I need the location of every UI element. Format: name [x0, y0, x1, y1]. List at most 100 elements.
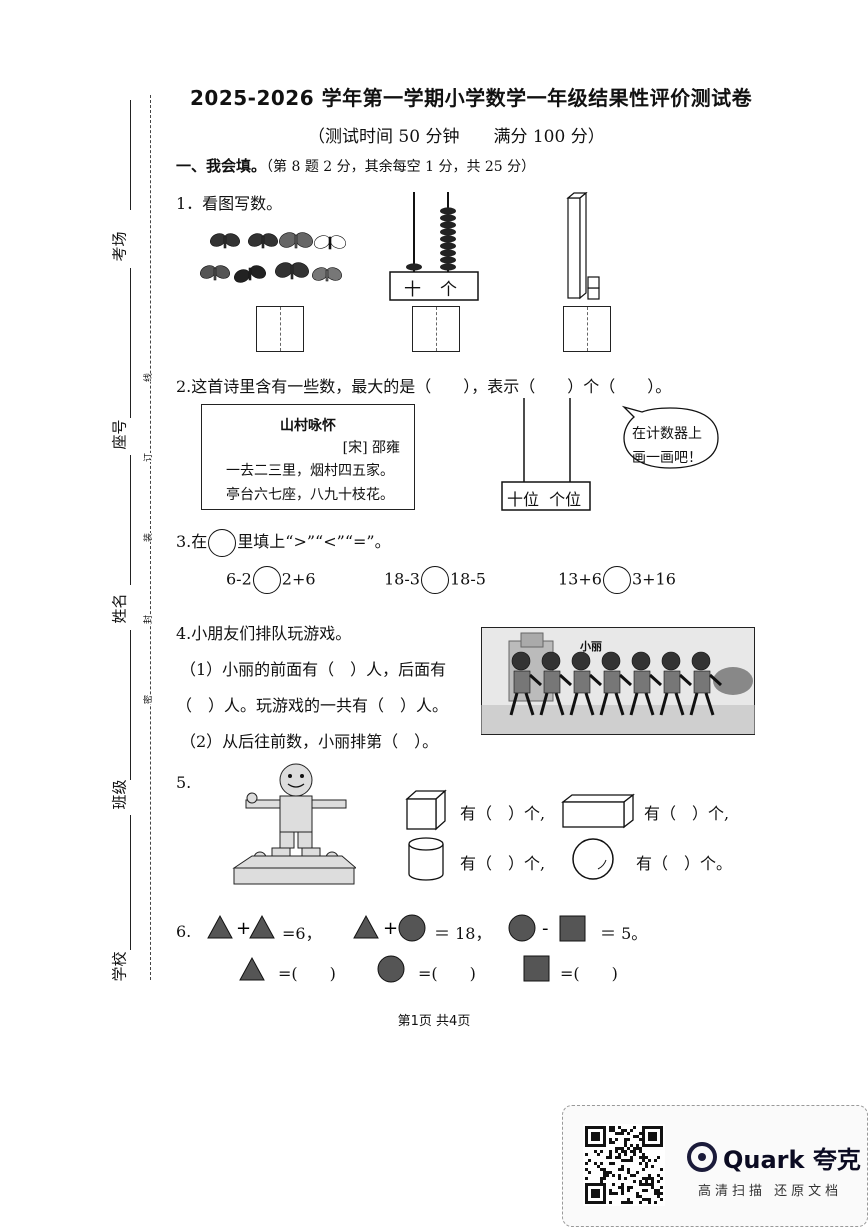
- svg-text:-: -: [542, 918, 549, 939]
- child-figure: [599, 651, 633, 716]
- butterflies-picture: [200, 232, 346, 283]
- page-title: 2025-2026 学年第一学期小学数学一年级结果性评价测试卷: [190, 86, 753, 110]
- butterfly-icon: [234, 265, 266, 283]
- compare-item: 18-3 18-5: [384, 566, 486, 594]
- compare-left: 6-2: [226, 569, 252, 589]
- butterfly-icon: [312, 267, 342, 282]
- page-footer: 第1页 共4页: [397, 1014, 471, 1029]
- poem-title: 山村咏怀: [280, 418, 336, 434]
- name-label: 姓名: [110, 593, 129, 624]
- triangle-plus-circle: +: [353, 914, 426, 942]
- margin-line: [130, 100, 131, 210]
- answer-box-abacus[interactable]: [412, 306, 460, 352]
- sphere-count: 有（ ）个。: [636, 854, 733, 873]
- section-note: （第 8 题 2 分，其余每空 1 分，共 25 分）: [266, 159, 536, 175]
- compare-answer-circle[interactable]: [420, 566, 449, 594]
- question-3-prefix: 3.在: [176, 532, 208, 551]
- compare-answer-circle[interactable]: [602, 566, 631, 594]
- abacus-bead: [440, 207, 456, 215]
- queue-picture: [481, 627, 755, 735]
- poem-box: 山村咏怀 [宋] 邵雍 一去二三里，烟村四五家。 亭台六七座，八九十枝花。: [201, 404, 415, 510]
- question-4-line: （1）小丽的前面有（ ）人，后面有: [180, 660, 447, 679]
- child-figure: [509, 651, 543, 716]
- question-4-line: （ ）人。玩游戏的一共有（ ）人。: [176, 696, 449, 715]
- base-ten-blocks-picture: [566, 192, 600, 300]
- cylinder-icon: [408, 837, 444, 881]
- poem-author: [宋] 邵雍: [342, 440, 400, 456]
- square-icon: [523, 955, 550, 982]
- compare-answer-circle[interactable]: [252, 566, 281, 594]
- butterfly-icon: [314, 235, 346, 250]
- question-3-text: 3.在 里填上“>”“<”“=”。: [176, 528, 391, 557]
- butterfly-icon: [279, 232, 313, 249]
- counter-picture: [501, 398, 591, 511]
- scanner-watermark: Quark 夸克 高清扫描 还原文档: [562, 1105, 868, 1227]
- compare-item: 13+6 3+16: [558, 566, 676, 594]
- abacus-bead: [440, 256, 456, 264]
- equation-1-result: =6，: [282, 924, 322, 943]
- compare-item: 6-2 2+6: [226, 566, 316, 594]
- cube-icon: [405, 789, 447, 831]
- abacus-bead: [440, 235, 456, 243]
- sphere-icon: [572, 838, 614, 880]
- abacus-tens-label: 十: [404, 280, 421, 300]
- question-6-number: 6.: [176, 922, 192, 941]
- triangle-plus-triangle: +: [207, 914, 275, 939]
- seat-number-label: 座号: [110, 419, 129, 450]
- cube-count: 有（ ）个,: [460, 804, 546, 823]
- section-title: 一、我会填。: [176, 157, 267, 175]
- quark-logo-icon: [687, 1142, 717, 1172]
- circle-answer[interactable]: =( ): [418, 964, 476, 983]
- cylinder-count: 有（ ）个,: [460, 854, 546, 873]
- cuboid-count: 有（ ）个,: [644, 804, 730, 823]
- speech-bubble: [621, 405, 719, 469]
- answer-box-blocks[interactable]: [563, 306, 611, 352]
- scanner-tagline: 高清扫描 还原文档: [698, 1184, 843, 1199]
- abacus-bead: [406, 263, 422, 271]
- margin-line: [130, 630, 131, 780]
- child-figure: [539, 651, 573, 716]
- compare-right: 3+16: [631, 569, 676, 589]
- compare-right: 2+6: [281, 569, 316, 589]
- compare-left: 18-3: [384, 569, 420, 589]
- question-3-suffix: 里填上“>”“<”“=”。: [237, 532, 391, 551]
- question-4-text: 4.小朋友们排队玩游戏。: [176, 624, 352, 643]
- unit-cube: [587, 276, 600, 289]
- binding-mark: 装: [140, 532, 156, 543]
- butterfly-icon: [275, 262, 309, 280]
- child-figure: [629, 651, 663, 716]
- xiaoli-label: 小丽: [580, 640, 602, 653]
- question-4-line: （2）从后往前数，小丽排第（ ）。: [180, 732, 439, 751]
- answer-box-butterflies[interactable]: [256, 306, 304, 352]
- compare-left: 13+6: [558, 569, 602, 589]
- abacus-bead: [440, 214, 456, 222]
- margin-line: [130, 455, 131, 585]
- abacus-bead: [440, 263, 456, 271]
- butterfly-icon: [210, 233, 240, 249]
- butterfly-icon: [200, 265, 230, 281]
- abacus-bead: [440, 242, 456, 250]
- compare-circle-icon: [208, 528, 237, 557]
- qr-code-icon: [583, 1124, 665, 1206]
- question-1-text: 1．看图写数。: [176, 194, 283, 213]
- svg-text:+: +: [383, 918, 398, 939]
- poem-line: 亭台六七座，八九十枝花。: [226, 487, 394, 503]
- binding-mark: 密: [140, 694, 156, 705]
- triangle-icon: [239, 956, 265, 981]
- circle-icon: [377, 955, 405, 983]
- child-figure: [569, 651, 603, 716]
- speech-bubble-text: 在计数器上画一画吧！: [632, 426, 702, 466]
- abacus-picture: [389, 192, 479, 301]
- cuboid-icon: [561, 793, 635, 829]
- question-5-number: 5.: [176, 773, 192, 792]
- child-figure: [689, 651, 723, 716]
- square-answer[interactable]: =( ): [560, 964, 618, 983]
- compare-right: 18-5: [449, 569, 486, 589]
- poem-line: 一去二三里，烟村四五家。: [226, 463, 394, 479]
- triangle-answer[interactable]: =( ): [278, 964, 336, 983]
- circle-minus-square: -: [508, 914, 586, 942]
- margin-line: [130, 815, 131, 950]
- question-2-text: 2.这首诗里含有一些数，最大的是（ ），表示（ ）个（ ）。: [176, 377, 672, 396]
- page-subtitle: （测试时间 50 分钟 满分 100 分）: [308, 127, 605, 147]
- abacus-bead: [440, 249, 456, 257]
